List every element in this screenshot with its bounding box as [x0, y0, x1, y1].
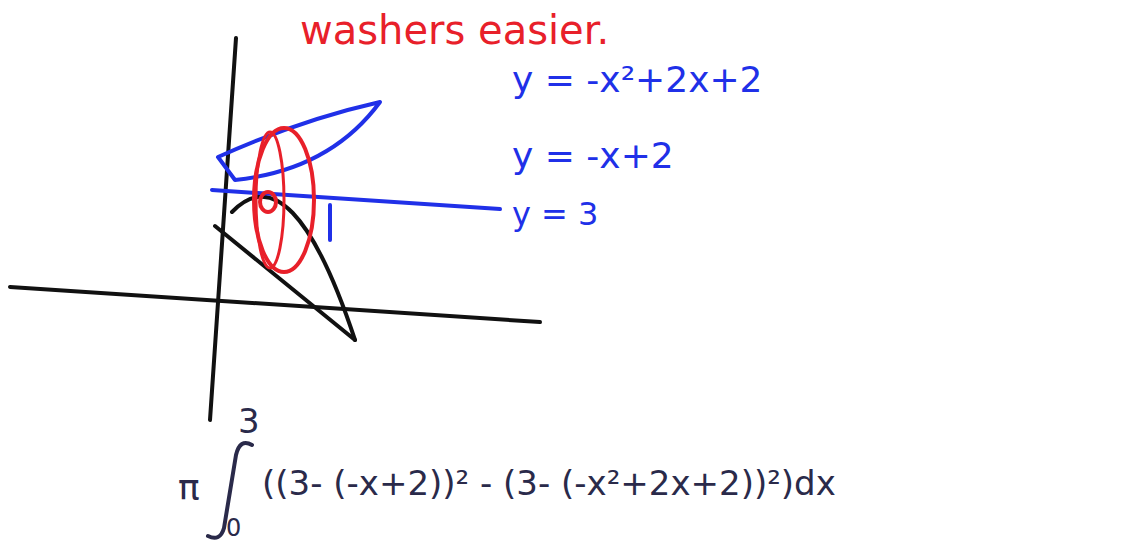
line-curve: [215, 226, 355, 340]
y-axis: [210, 38, 236, 420]
equation-label: y = -x²+2x+2: [512, 62, 763, 98]
pi-symbol: π: [178, 470, 200, 506]
integrand: ((3- (-x+2))² - (3- (-x²+2x+2))²)dx: [262, 466, 836, 500]
radius-tick: [328, 205, 332, 240]
x-axis: [10, 287, 540, 322]
equation-label: y = -x+2: [512, 138, 674, 174]
equation-label: y = 3: [512, 198, 598, 230]
lower-limit: 0: [226, 516, 241, 540]
note-text: washers easier.: [300, 10, 609, 50]
washer-slice: [256, 132, 284, 268]
upper-limit: 3: [238, 404, 260, 438]
washer-hole: [260, 192, 276, 212]
washer-outer: [254, 128, 314, 272]
